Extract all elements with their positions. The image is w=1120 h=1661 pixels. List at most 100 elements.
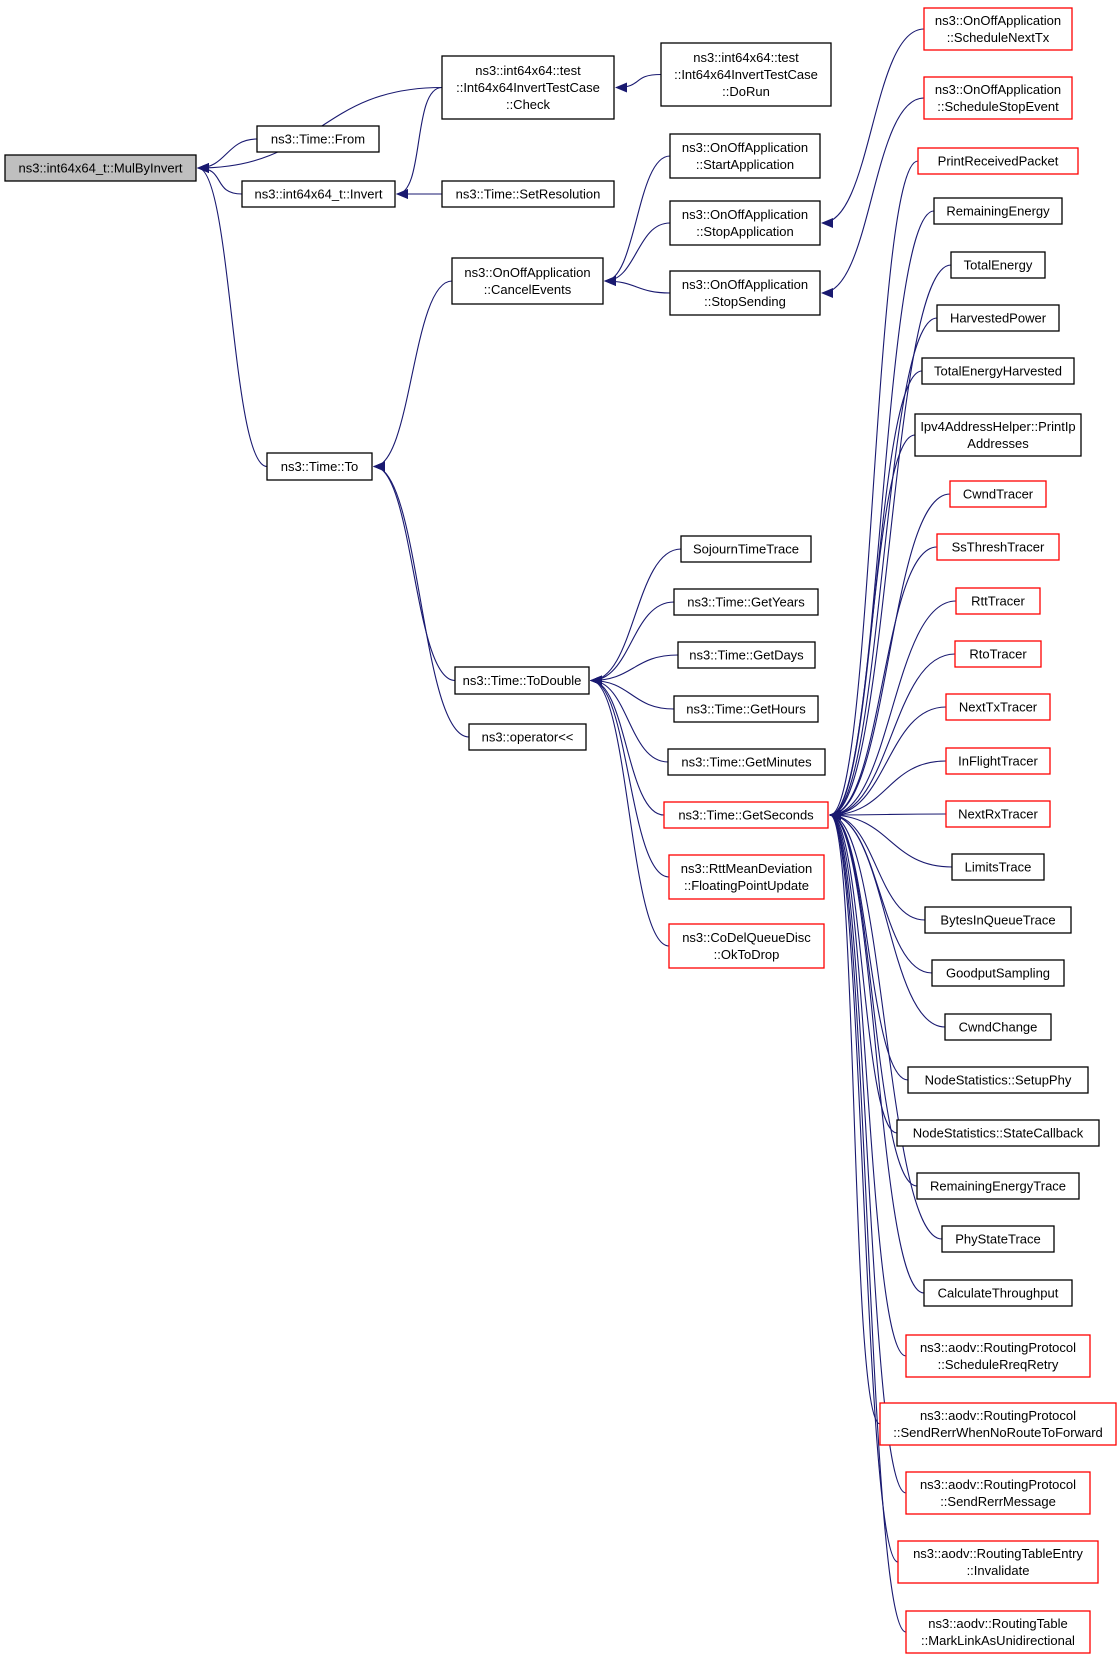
node-remainingenergytrace[interactable]: RemainingEnergyTrace — [916, 1172, 1080, 1200]
node-totalenergy[interactable]: TotalEnergy — [950, 251, 1046, 279]
node-getminutes[interactable]: ns3::Time::GetMinutes — [667, 748, 826, 776]
node-nexttxtracer[interactable]: NextTxTracer — [945, 693, 1051, 721]
node-box — [669, 270, 821, 316]
edge-todouble-to-time-to — [373, 461, 456, 682]
node-box — [914, 413, 1082, 457]
node-marklinkunidir[interactable]: ns3::aodv::RoutingTable::MarkLinkAsUnidi… — [905, 1610, 1091, 1654]
node-senderrmessage[interactable]: ns3::aodv::RoutingProtocol::SendRerrMess… — [905, 1471, 1091, 1515]
edge-getdays-to-todouble — [590, 654, 679, 686]
edge-printreceived-to-getseconds — [829, 160, 919, 820]
node-cwndtracer[interactable]: CwndTracer — [949, 480, 1047, 508]
node-getyears[interactable]: ns3::Time::GetYears — [673, 588, 819, 616]
edge-printip-to-getseconds — [829, 434, 916, 820]
node-box — [660, 42, 832, 107]
node-box — [949, 480, 1047, 508]
node-mulbyinvert[interactable]: ns3::int64x64_t::MulByInvert — [4, 154, 197, 182]
node-label: ns3::int64x64::test — [693, 50, 799, 65]
node-nextrxtracer[interactable]: NextRxTracer — [945, 800, 1051, 828]
node-stopapplication[interactable]: ns3::OnOffApplication::StopApplication — [669, 200, 821, 246]
node-label: ns3::OnOffApplication — [682, 140, 808, 155]
node-calcthroughput[interactable]: CalculateThroughput — [923, 1279, 1073, 1307]
node-label: ns3::Time::GetYears — [687, 595, 805, 610]
node-inflighttracer[interactable]: InFlightTracer — [945, 747, 1051, 775]
node-operator[interactable]: ns3::operator<< — [468, 723, 587, 751]
edge-getseconds-to-todouble — [590, 675, 665, 816]
edge-goodput-to-getseconds — [829, 810, 933, 974]
edge-sojourn-to-todouble — [590, 548, 682, 686]
node-cancelevents[interactable]: ns3::OnOffApplication::CancelEvents — [451, 257, 604, 305]
edge-limitstrace-to-getseconds — [829, 810, 953, 868]
edge-statecallback-to-getseconds — [829, 810, 898, 1134]
node-box — [936, 304, 1060, 332]
node-sojourn[interactable]: SojournTimeTrace — [680, 535, 812, 563]
node-gethours[interactable]: ns3::Time::GetHours — [673, 695, 819, 723]
node-stopsending[interactable]: ns3::OnOffApplication::StopSending — [669, 270, 821, 316]
node-setresolution[interactable]: ns3::Time::SetResolution — [441, 180, 615, 208]
node-schedulerreqretry[interactable]: ns3::aodv::RoutingProtocol::ScheduleRreq… — [905, 1334, 1091, 1378]
node-harvestedpower[interactable]: HarvestedPower — [936, 304, 1060, 332]
edge-harvestedpower-to-getseconds — [829, 317, 938, 820]
node-phystatetrace[interactable]: PhyStateTrace — [941, 1225, 1055, 1253]
edge-marklinkunidir-to-getseconds — [829, 810, 907, 1633]
node-box — [924, 906, 1072, 934]
node-cwndchange[interactable]: CwndChange — [944, 1013, 1052, 1041]
node-remainingenergy[interactable]: RemainingEnergy — [933, 197, 1063, 225]
node-bytesinqueue[interactable]: BytesInQueueTrace — [924, 906, 1072, 934]
node-box — [907, 1066, 1089, 1094]
node-label: ns3::aodv::RoutingProtocol — [920, 1477, 1076, 1492]
edge-remainingenergytrace-to-getseconds — [829, 810, 918, 1187]
node-box — [441, 180, 615, 208]
node-box — [945, 693, 1051, 721]
node-box — [668, 923, 825, 969]
node-label: ::OkToDrop — [714, 947, 780, 962]
node-test-check[interactable]: ns3::int64x64::test::Int64x64InvertTestC… — [441, 55, 615, 120]
node-box — [921, 357, 1075, 385]
edge-calcthroughput-to-getseconds — [829, 810, 925, 1294]
node-label: ns3::int64x64_t::MulByInvert — [18, 161, 182, 176]
edge-cwndtracer-to-getseconds — [829, 493, 951, 820]
node-label: ns3::Time::From — [271, 132, 365, 147]
node-label: RttTracer — [971, 594, 1025, 609]
node-label: ns3::RttMeanDeviation — [681, 861, 813, 876]
node-ssthreshtracer[interactable]: SsThreshTracer — [936, 533, 1060, 561]
node-label: ::FloatingPointUpdate — [684, 878, 809, 893]
node-totalenergyharvested[interactable]: TotalEnergyHarvested — [921, 357, 1075, 385]
node-time-from[interactable]: ns3::Time::From — [256, 125, 380, 153]
node-fpupdate[interactable]: ns3::RttMeanDeviation::FloatingPointUpda… — [668, 854, 825, 900]
node-label: ::Int64x64InvertTestCase — [456, 80, 600, 95]
node-label: ::ScheduleNextTx — [947, 30, 1050, 45]
node-label: ::StartApplication — [696, 157, 794, 172]
node-goodput[interactable]: GoodputSampling — [931, 959, 1065, 987]
node-time-to[interactable]: ns3::Time::To — [266, 452, 373, 481]
node-getseconds[interactable]: ns3::Time::GetSeconds — [663, 801, 829, 829]
node-rtttracer[interactable]: RttTracer — [955, 587, 1041, 615]
node-box — [256, 125, 380, 153]
edge-ssthreshtracer-to-getseconds — [829, 546, 938, 820]
node-label: ns3::aodv::RoutingTableEntry — [913, 1546, 1083, 1561]
node-rte-invalidate[interactable]: ns3::aodv::RoutingTableEntry::Invalidate — [897, 1540, 1099, 1584]
edge-senderrwhennoroute-to-getseconds — [829, 810, 881, 1425]
node-rtotracer[interactable]: RtoTracer — [954, 640, 1042, 668]
edge-rte-invalidate-to-getseconds — [829, 810, 899, 1563]
node-statecallback[interactable]: NodeStatistics::StateCallback — [896, 1119, 1100, 1147]
node-schedulestopevent[interactable]: ns3::OnOffApplication::ScheduleStopEvent — [923, 76, 1073, 120]
node-invert[interactable]: ns3::int64x64_t::Invert — [241, 180, 396, 208]
node-test-dorun[interactable]: ns3::int64x64::test::Int64x64InvertTestC… — [660, 42, 832, 107]
node-todouble[interactable]: ns3::Time::ToDouble — [454, 666, 590, 695]
node-setupphy[interactable]: NodeStatistics::SetupPhy — [907, 1066, 1089, 1094]
node-label: ::DoRun — [722, 84, 770, 99]
node-label: ns3::Time::To — [281, 459, 359, 474]
node-oktodrop[interactable]: ns3::CoDelQueueDisc::OkToDrop — [668, 923, 825, 969]
node-printreceived[interactable]: PrintReceivedPacket — [917, 147, 1079, 175]
edge-totalenergy-to-getseconds — [829, 264, 952, 820]
node-startapplication[interactable]: ns3::OnOffApplication::StartApplication — [669, 133, 821, 179]
node-label: NextTxTracer — [959, 700, 1038, 715]
node-label: ns3::Time::GetHours — [686, 702, 806, 717]
node-schedulenexttx[interactable]: ns3::OnOffApplication::ScheduleNextTx — [923, 7, 1073, 51]
node-senderrwhennoroute[interactable]: ns3::aodv::RoutingProtocol::SendRerrWhen… — [879, 1402, 1117, 1446]
node-box — [944, 1013, 1052, 1041]
node-limitstrace[interactable]: LimitsTrace — [951, 853, 1045, 881]
node-label: ns3::aodv::RoutingProtocol — [920, 1408, 1076, 1423]
node-getdays[interactable]: ns3::Time::GetDays — [677, 641, 816, 669]
